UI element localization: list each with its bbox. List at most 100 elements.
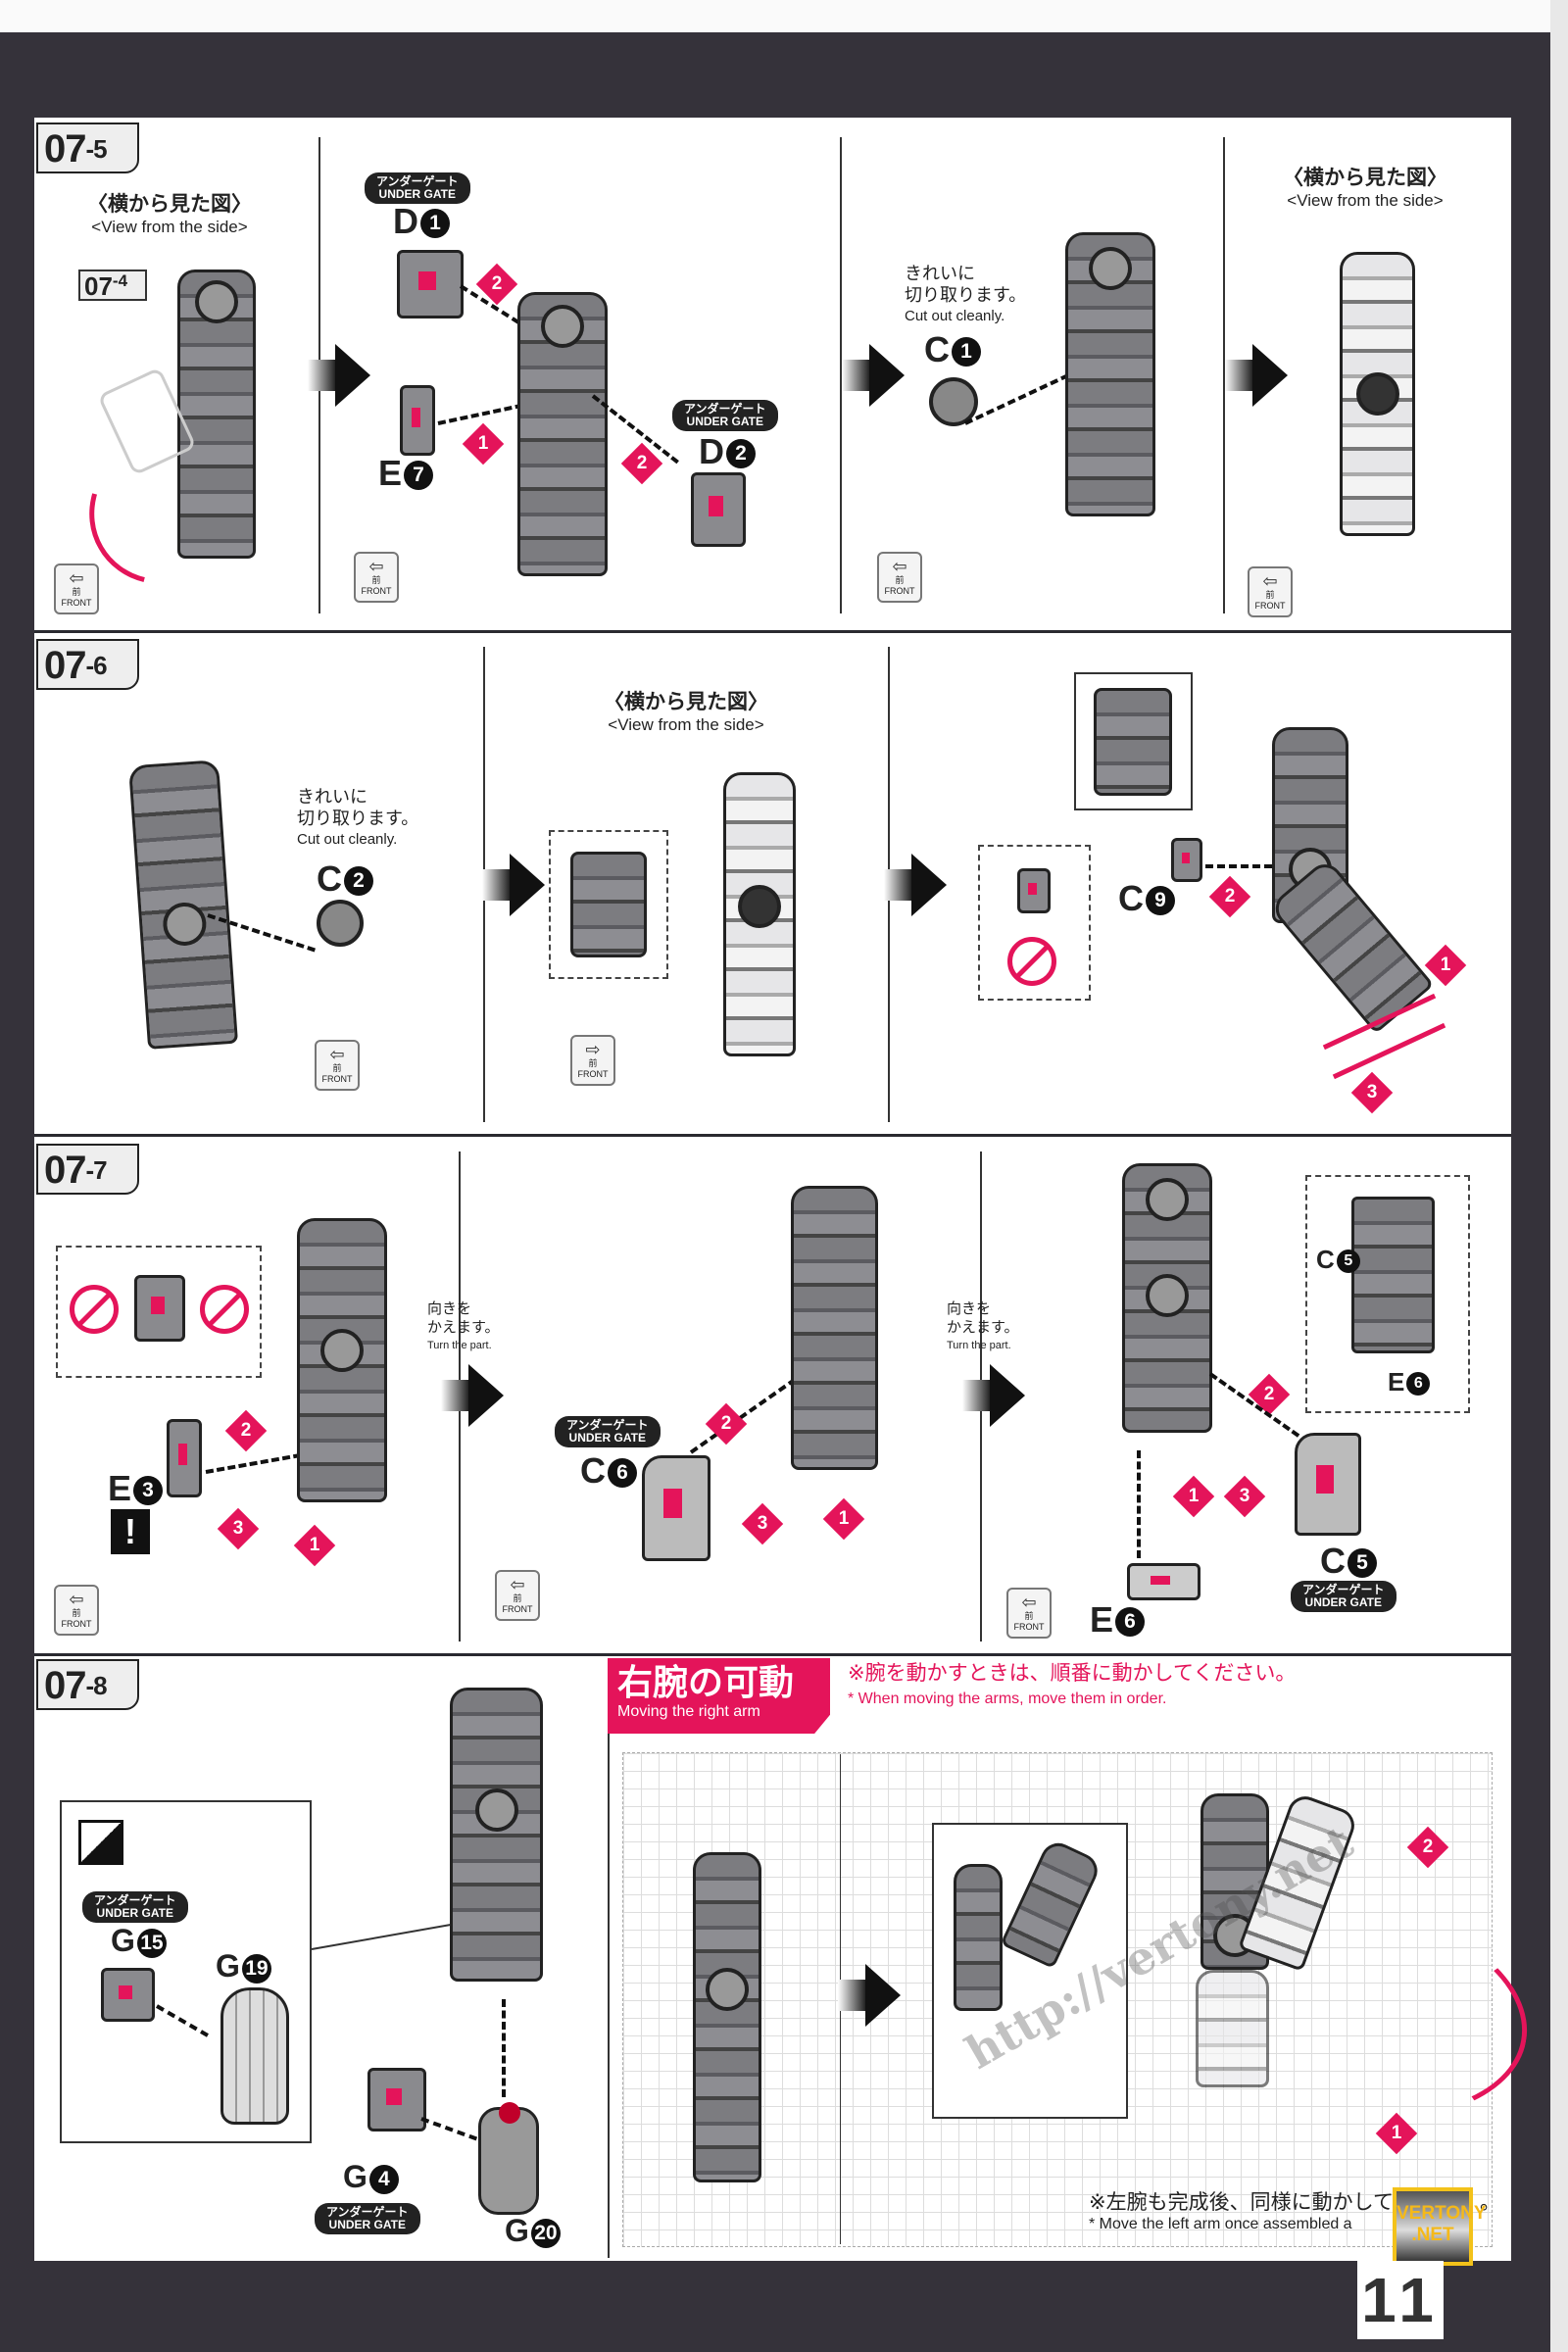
order-number-text: 3 — [1239, 1486, 1250, 1506]
next-arrow — [838, 1964, 901, 2027]
arm-ghost — [1196, 1970, 1269, 2087]
step-main: 07 — [44, 127, 86, 171]
detail-box — [549, 830, 668, 979]
ref-sub: -4 — [112, 271, 128, 290]
part-num: 3 — [133, 1476, 164, 1506]
part-num: 5 — [1336, 1250, 1360, 1274]
note-en: Cut out cleanly. — [297, 831, 398, 848]
step-number-07-5: 07-5 — [36, 122, 139, 173]
note-jp2: かえます。 — [947, 1319, 1019, 1336]
order-number: 1 — [822, 1497, 865, 1541]
step-sub: -6 — [85, 651, 108, 680]
note-en: Turn the part. — [427, 1340, 492, 1351]
part-c5 — [1295, 1433, 1361, 1536]
side-view-en: <View from the side> — [1287, 191, 1444, 210]
order-number-text: 3 — [1366, 1082, 1378, 1102]
front-en: FRONT — [1254, 601, 1286, 611]
note-en: * When moving the arms, move them in ord… — [848, 1690, 1167, 1707]
fist-g20 — [478, 2102, 539, 2215]
front-jp: 前 — [588, 1058, 598, 1068]
note-jp-end: 。 — [1479, 2191, 1500, 2214]
order-number: 1 — [1424, 944, 1467, 987]
side-view-label: 〈横から見た図〉 <View from the side> — [604, 686, 768, 735]
step-main: 07 — [44, 644, 86, 687]
part-num: 1 — [952, 337, 981, 368]
front-jp: 前 — [332, 1063, 342, 1073]
ug-jp: アンダーゲート — [376, 174, 459, 188]
part-letter: C — [317, 858, 342, 899]
part-letter: D — [393, 201, 418, 241]
step-sub: -8 — [85, 1671, 108, 1700]
order-number: 2 — [620, 442, 663, 485]
ug-jp: アンダーゲート — [1302, 1583, 1385, 1596]
arm-part — [1065, 232, 1155, 516]
part-num: 6 — [608, 1458, 637, 1489]
part-num: 6 — [1406, 1372, 1431, 1396]
front-jp: 前 — [72, 1608, 81, 1618]
part-num: 4 — [368, 2164, 399, 2194]
step-number-07-8: 07-8 — [36, 1659, 139, 1710]
detail-inset — [1074, 672, 1193, 810]
order-number-text: 1 — [477, 433, 489, 454]
step-number-07-6: 07-6 — [36, 639, 139, 690]
page-number: 11 — [1357, 2261, 1444, 2339]
divider — [1223, 137, 1225, 613]
order-number-text: 1 — [838, 1508, 850, 1529]
step-sub: -5 — [85, 134, 108, 164]
arm-part — [1340, 252, 1415, 536]
order-number-text: 2 — [720, 1413, 732, 1434]
ug-jp: アンダーゲート — [326, 2205, 409, 2219]
part-c1 — [929, 377, 978, 426]
front-en: FRONT — [321, 1074, 353, 1084]
next-arrow — [884, 854, 947, 916]
side-view-en: <View from the side> — [608, 715, 764, 734]
ref-step-07-4: 07-4 — [78, 270, 147, 301]
part-letter: E — [1090, 1599, 1114, 1640]
incorrect-example-box — [978, 845, 1091, 1001]
ug-jp: アンダーゲート — [566, 1418, 649, 1432]
prohibited-icon — [70, 1285, 119, 1334]
step-number-07-7: 07-7 — [36, 1144, 139, 1195]
part-letter: E — [108, 1468, 132, 1508]
side-view-jp: 〈横から見た図〉 — [1283, 167, 1447, 189]
step-07-7-section — [34, 1137, 1511, 1656]
order-number-text: 1 — [1440, 955, 1451, 975]
front-en: FRONT — [61, 1619, 92, 1629]
part-num: 5 — [1348, 1548, 1377, 1579]
order-number: 2 — [224, 1409, 268, 1452]
order-number-text: 2 — [1422, 1837, 1434, 1857]
part-num: 19 — [241, 1953, 271, 1984]
side-view-label: 〈横から見た図〉 <View from the side> — [1283, 162, 1447, 211]
title-jp: 右腕の可動 — [617, 1662, 795, 1702]
note-jp1: きれいに — [297, 787, 368, 807]
note-en: Turn the part. — [947, 1340, 1011, 1351]
side-view-jp: 〈横から見た図〉 — [87, 193, 252, 216]
divider — [840, 137, 842, 613]
order-number-text: 1 — [1188, 1486, 1200, 1506]
order-number-text: 2 — [1224, 886, 1236, 906]
ug-en: UNDER GATE — [568, 1431, 646, 1445]
part-num: 20 — [530, 2218, 561, 2248]
side-view-jp: 〈横から見た図〉 — [604, 691, 768, 713]
step-07-5-section — [34, 118, 1511, 633]
ug-en: UNDER GATE — [686, 415, 763, 428]
part-letter: C — [1118, 878, 1144, 918]
part-d1 — [397, 250, 464, 318]
part-letter: C — [1316, 1245, 1335, 1274]
order-number: 2 — [1406, 1826, 1449, 1869]
part-c6 — [642, 1455, 710, 1561]
part-e3 — [167, 1419, 202, 1497]
note-jp: ※左腕も完成後、同様に動かして — [1089, 2191, 1394, 2214]
